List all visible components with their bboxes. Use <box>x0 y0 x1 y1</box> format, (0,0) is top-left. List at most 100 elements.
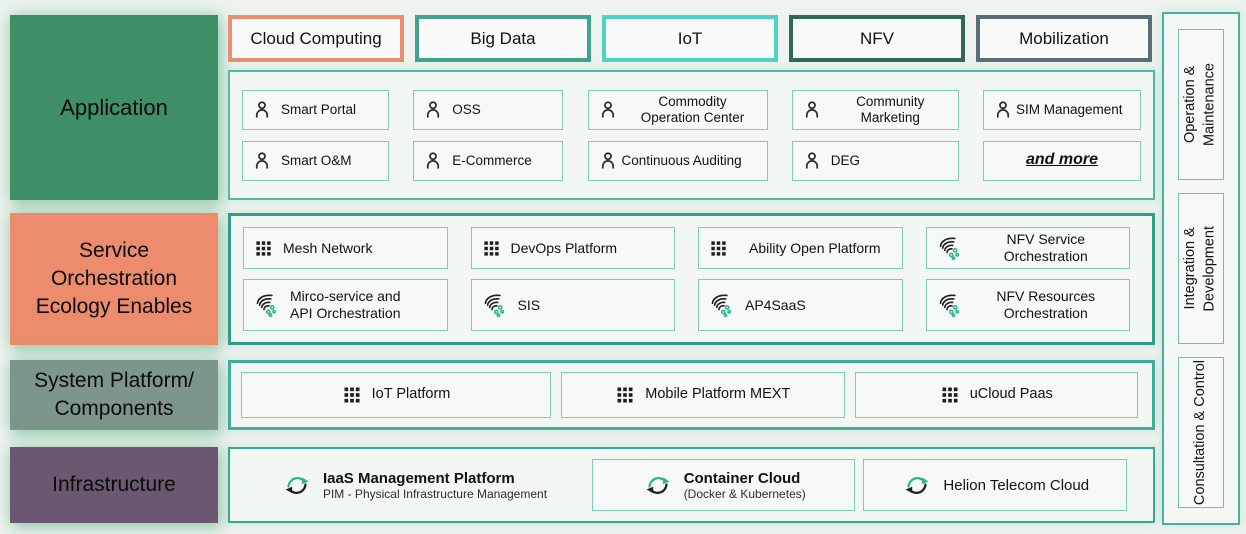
orchestration-icon <box>482 292 508 318</box>
orch-item-ap4saas: AP4SaaS <box>698 279 903 331</box>
grid-icon <box>254 239 273 258</box>
person-icon <box>597 99 619 121</box>
item-label: SIM Management <box>1016 101 1123 117</box>
infra-item-title: Container Cloud <box>683 469 801 487</box>
orchestration-icon <box>937 235 963 261</box>
orch-item-sis: SIS <box>470 279 675 331</box>
app-item-continuous-auditing: Continuous Auditing <box>587 140 768 181</box>
item-label: Smart Portal <box>281 101 357 117</box>
tab-cloud-computing: Cloud Computing <box>228 15 404 62</box>
section-label-text: Service Orchestration Ecology Enables <box>35 239 193 318</box>
platform-item-iot-platform: IoT Platform <box>241 372 552 418</box>
tab-label: Cloud Computing <box>250 28 382 48</box>
tab-nfv: NFV <box>789 15 965 62</box>
rail-item-integration-development: Integration & Development <box>1178 193 1224 344</box>
section-label-text: Application <box>60 94 168 120</box>
infra-item-subtitle: (Docker & Kubernetes) <box>683 486 806 501</box>
app-item-smart-portal: Smart Portal <box>242 89 389 130</box>
item-label: uCloud Paas <box>969 386 1053 403</box>
app-item-sim-management: SIM Management <box>983 89 1141 130</box>
orchestration-icon <box>709 292 735 318</box>
technology-tabs-row: Cloud Computing Big Data IoT NFV Mobiliz… <box>228 15 1152 62</box>
infra-item-helion-telecom-cloud: Helion Telecom Cloud <box>863 459 1127 511</box>
infra-item-container-cloud: Container Cloud (Docker & Kubernetes) <box>591 459 856 511</box>
lifecycle-rail: Operation & Maintenance Integration & De… <box>1162 12 1240 525</box>
infra-item-iaas-management-platform: IaaS Management Platform PIM - Physical … <box>244 459 584 511</box>
section-label-system-platform: System Platform/ Components <box>10 360 218 430</box>
orch-item-devops-platform: DevOps Platform <box>470 227 675 269</box>
orchestration-icon <box>937 292 963 318</box>
item-label: Ability Open Platform <box>749 239 881 256</box>
item-label: NFV Resources Orchestration <box>996 288 1096 321</box>
grid-icon <box>342 385 362 405</box>
item-label: OSS <box>452 101 481 117</box>
app-item-deg: DEG <box>791 140 959 181</box>
app-item-and-more: and more <box>983 140 1141 181</box>
tab-big-data: Big Data <box>415 15 591 62</box>
grid-icon <box>615 385 635 405</box>
system-platform-container: IoT Platform Mobile Platform MEXT uCloud… <box>228 360 1155 430</box>
item-label: and more <box>1025 151 1098 169</box>
item-label: E-Commerce <box>452 152 532 168</box>
infrastructure-container: IaaS Management Platform PIM - Physical … <box>228 447 1155 523</box>
app-item-e-commerce: E-Commerce <box>413 140 564 181</box>
section-label-text: Infrastructure <box>52 473 176 497</box>
orch-item-ability-open-platform: Ability Open Platform <box>698 227 903 269</box>
cloud-sync-icon <box>642 472 674 498</box>
grid-icon <box>482 239 501 258</box>
person-icon <box>422 150 444 172</box>
item-label: IoT Platform <box>371 386 451 403</box>
orch-item-nfv-service-orchestration: NFV Service Orchestration <box>925 227 1130 269</box>
rail-item-operation-maintenance: Operation & Maintenance <box>1178 29 1224 180</box>
infra-item-title: Helion Telecom Cloud <box>943 476 1090 494</box>
orchestration-icon <box>254 292 280 318</box>
platform-item-ucloud-paas: uCloud Paas <box>854 372 1138 418</box>
app-item-commodity-operation-center: Commodity Operation Center <box>587 89 768 130</box>
section-label-text: System Platform/ Components <box>34 369 194 420</box>
person-icon <box>801 150 823 172</box>
person-icon <box>597 150 619 172</box>
item-label: Continuous Auditing <box>621 152 742 168</box>
app-item-oss: OSS <box>413 89 564 130</box>
rail-item-label: Operation & Maintenance <box>1182 62 1218 147</box>
item-label: Community Marketing <box>856 93 925 125</box>
infra-item-subtitle: PIM - Physical Infrastructure Management <box>322 486 548 501</box>
service-orchestration-container: Mesh Network DevOps Platform Ability Ope… <box>228 213 1155 345</box>
section-label-service-orchestration: Service Orchestration Ecology Enables <box>10 213 218 345</box>
grid-icon <box>940 385 960 405</box>
item-label: Mobile Platform MEXT <box>645 386 791 403</box>
item-label: DevOps Platform <box>510 239 618 256</box>
item-label: Mesh Network <box>283 239 373 256</box>
infra-item-title: IaaS Management Platform <box>322 469 515 487</box>
person-icon <box>992 99 1014 121</box>
rail-item-label: Integration & Development <box>1182 225 1218 312</box>
orch-item-mesh-network: Mesh Network <box>243 227 448 269</box>
orch-item-mirco-service-api-orchestration: Mirco-service and API Orchestration <box>243 279 448 331</box>
item-label: SIS <box>517 296 541 313</box>
app-item-smart-om: Smart O&M <box>242 140 389 181</box>
platform-item-mobile-platform-mext: Mobile Platform MEXT <box>561 372 845 418</box>
tab-label: Big Data <box>470 28 536 48</box>
tab-label: NFV <box>860 28 894 48</box>
item-label: Smart O&M <box>281 152 352 168</box>
cloud-sync-icon <box>901 472 933 498</box>
application-container: Smart Portal OSS Commodity Operation Cen… <box>228 70 1155 200</box>
cloud-sync-icon <box>281 472 313 498</box>
rail-item-label: Consultation & Control <box>1192 359 1209 506</box>
item-label: Mirco-service and API Orchestration <box>290 288 401 321</box>
item-label: DEG <box>830 152 861 168</box>
person-icon <box>801 99 823 121</box>
person-icon <box>251 150 273 172</box>
section-label-application: Application <box>10 15 218 200</box>
tab-mobilization: Mobilization <box>976 15 1152 62</box>
section-label-infrastructure: Infrastructure <box>10 447 218 523</box>
item-label: Commodity Operation Center <box>640 93 745 125</box>
orch-item-nfv-resources-orchestration: NFV Resources Orchestration <box>925 279 1130 331</box>
item-label: AP4SaaS <box>745 296 806 313</box>
person-icon <box>422 99 444 121</box>
grid-icon <box>709 239 728 258</box>
rail-item-consultation-control: Consultation & Control <box>1178 357 1224 508</box>
person-icon <box>251 99 273 121</box>
tab-iot: IoT <box>602 15 778 62</box>
